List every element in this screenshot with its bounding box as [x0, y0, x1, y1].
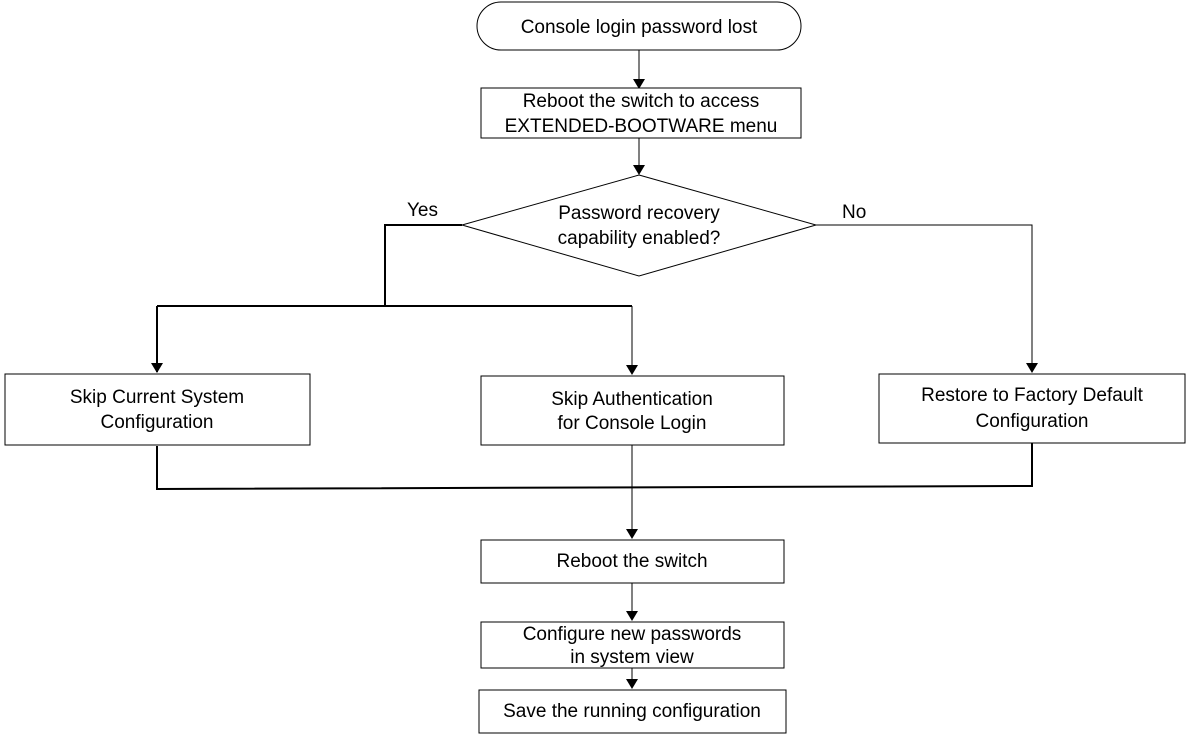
save-config-box: Save the running configuration — [478, 689, 787, 734]
skip-config-label-line1: Skip Current System — [70, 387, 244, 408]
skip-auth-label-line2: for Console Login — [558, 413, 707, 434]
configure-passwords-label-line1: Configure new passwords — [523, 624, 742, 645]
decision-diamond: Password recovery capability enabled? — [460, 174, 818, 277]
restore-default-label-line2: Configuration — [975, 411, 1088, 432]
connectors — [151, 50, 1038, 689]
configure-passwords-box: Configure new passwords in system view — [480, 621, 785, 669]
restore-default-label-line1: Restore to Factory Default — [921, 385, 1143, 406]
reboot-switch-box: Reboot the switch — [480, 539, 785, 584]
decision-label-line2: capability enabled? — [558, 228, 721, 249]
connector-yes-branch — [384, 224, 462, 306]
yes-branch-label: Yes — [407, 200, 438, 221]
reboot-access-label-line1: Reboot the switch to access — [523, 91, 760, 112]
restore-default-box: Restore to Factory Default Configuration — [878, 373, 1186, 444]
skip-config-box: Skip Current System Configuration — [4, 373, 311, 446]
start-label: Console login password lost — [521, 17, 758, 38]
skip-auth-box: Skip Authentication for Console Login — [480, 375, 785, 446]
decision-label-line1: Password recovery — [558, 203, 720, 224]
skip-auth-label-line1: Skip Authentication — [551, 389, 713, 410]
connector-merge-bar — [156, 443, 1033, 491]
reboot-switch-label: Reboot the switch — [556, 551, 707, 572]
connector-no-branch — [816, 224, 1038, 373]
start-terminator: Console login password lost — [476, 1, 802, 51]
configure-passwords-label-line2: in system view — [570, 647, 694, 668]
no-branch-label: No — [842, 202, 866, 223]
reboot-access-label-line2: EXTENDED-BOOTWARE menu — [505, 116, 778, 137]
reboot-access-box: Reboot the switch to access EXTENDED-BOO… — [480, 87, 802, 139]
skip-config-label-line2: Configuration — [100, 412, 213, 433]
save-config-label: Save the running configuration — [503, 701, 761, 722]
